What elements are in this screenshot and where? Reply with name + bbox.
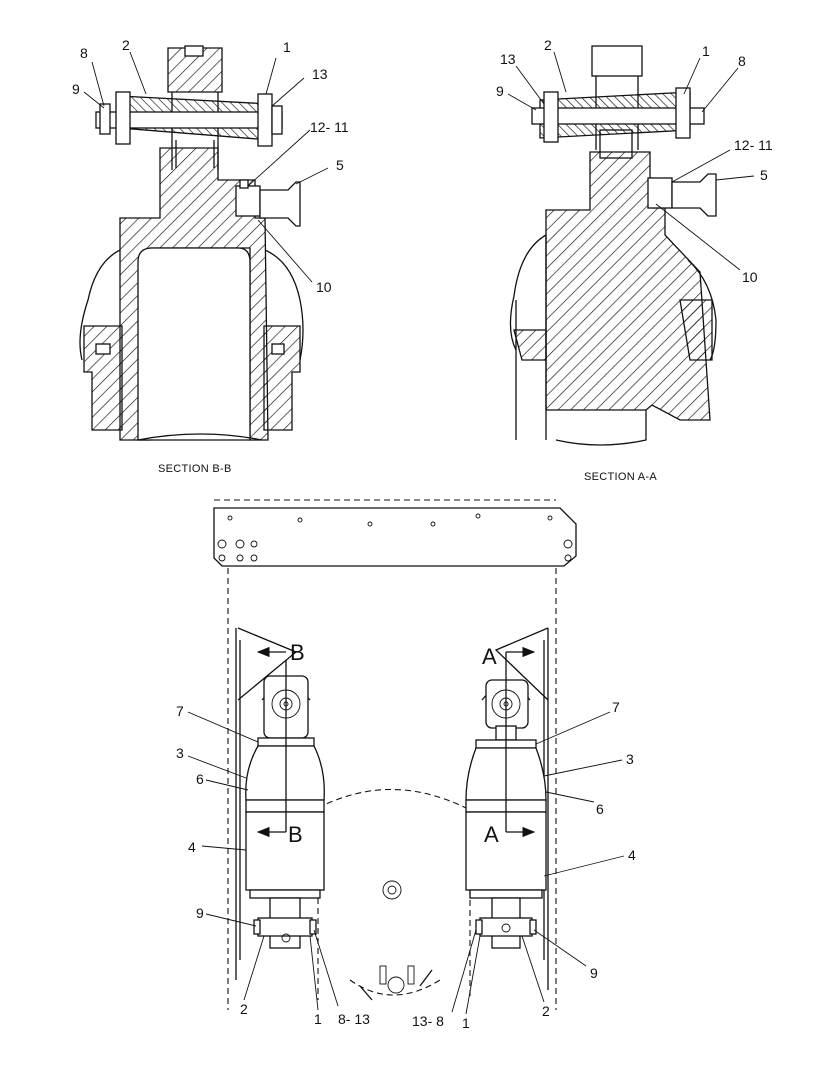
callout-left-8-13: 8- 13 <box>338 1011 370 1027</box>
callout-b-10: 10 <box>316 279 332 295</box>
callout-right-4: 4 <box>628 847 636 863</box>
cut-label-b-bottom: B <box>288 822 303 847</box>
section-b-b-drawing <box>79 45 304 441</box>
callout-a-12-11: 12- 11 <box>734 137 773 153</box>
left-actuator <box>245 660 325 949</box>
callout-right-13-8: 13- 8 <box>412 1013 444 1029</box>
callout-left-2: 2 <box>240 1001 248 1017</box>
callout-b-9: 9 <box>72 81 80 97</box>
section-b-b-callouts: 8 2 1 13 9 12- 11 5 10 <box>72 37 349 295</box>
callout-b-13: 13 <box>312 66 328 82</box>
section-a-a-leaders <box>507 51 755 271</box>
callout-a-1: 1 <box>702 43 710 59</box>
callout-right-7: 7 <box>612 699 620 715</box>
callout-b-2: 2 <box>122 37 130 53</box>
callout-left-9: 9 <box>196 905 204 921</box>
callout-a-8: 8 <box>738 53 746 69</box>
cut-label-b-top: B <box>290 640 305 665</box>
callout-b-5: 5 <box>336 157 344 173</box>
callout-left-7: 7 <box>176 703 184 719</box>
callout-a-5: 5 <box>760 167 768 183</box>
callout-right-3: 3 <box>626 751 634 767</box>
caption-section-b-b: SECTION B-B <box>158 463 232 475</box>
callout-left-1: 1 <box>314 1011 322 1027</box>
section-b-b-leaders <box>83 51 329 283</box>
main-view-leaders <box>187 711 625 1015</box>
section-cut-labels: B B A A <box>288 640 499 847</box>
cut-label-a-top: A <box>482 644 497 669</box>
callout-right-2: 2 <box>542 1003 550 1019</box>
callout-right-9: 9 <box>590 965 598 981</box>
callout-a-13: 13 <box>500 51 516 67</box>
callout-a-2: 2 <box>544 37 552 53</box>
callout-left-4: 4 <box>188 839 196 855</box>
section-cut-arrows <box>256 646 536 838</box>
callout-left-6: 6 <box>196 771 204 787</box>
callout-b-8: 8 <box>80 45 88 61</box>
callout-a-9: 9 <box>496 83 504 99</box>
callout-a-10: 10 <box>742 269 758 285</box>
cut-label-a-bottom: A <box>484 822 499 847</box>
callout-right-6: 6 <box>596 801 604 817</box>
main-view-callouts: 7 3 6 4 9 2 1 8- 13 7 3 6 4 9 13- 8 1 2 <box>176 699 636 1031</box>
section-a-a-drawing <box>509 45 717 446</box>
right-actuator <box>465 652 547 949</box>
callout-b-12-11: 12- 11 <box>310 119 349 135</box>
section-a-a-callouts: 13 2 1 8 9 12- 11 5 10 <box>496 37 773 285</box>
caption-section-a-a: SECTION A-A <box>584 471 657 483</box>
callout-left-3: 3 <box>176 745 184 761</box>
callout-b-1: 1 <box>283 39 291 55</box>
callout-right-1: 1 <box>462 1015 470 1031</box>
